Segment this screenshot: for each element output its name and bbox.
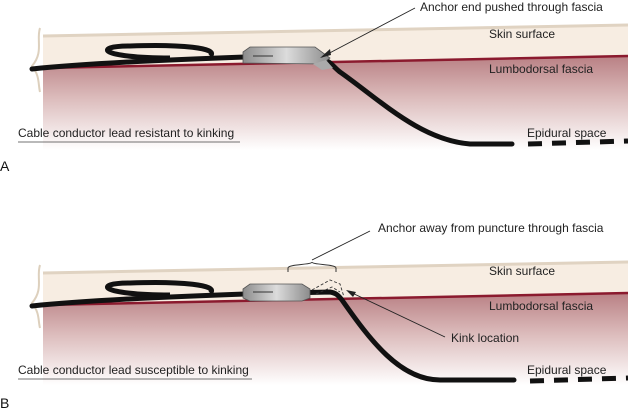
lead-dashed-tip — [529, 375, 628, 384]
fascia-line — [42, 54, 628, 70]
tissue-layer — [43, 293, 628, 385]
panel-a: Anchor end pushed through fascia Skin su… — [0, 0, 628, 174]
epidural-label: Epidural space — [527, 363, 607, 377]
anchor — [242, 46, 331, 65]
arrow-head — [346, 290, 356, 297]
anchor — [242, 283, 311, 302]
skin-surface-line — [42, 23, 628, 38]
anchor-tip — [313, 60, 333, 70]
callout-label: Anchor away from puncture through fascia — [378, 221, 604, 235]
fascia-label: Lumbodorsal fascia — [489, 62, 593, 76]
cut-edge — [30, 264, 41, 329]
lead-loop — [105, 42, 215, 61]
callout-arrow — [321, 7, 416, 58]
skin-surface-label: Skin surface — [489, 27, 555, 41]
kink-dashed-outline — [311, 279, 345, 298]
panel-caption: Cable conductor lead resistant to kinkin… — [18, 126, 234, 140]
lead-dashed-tip — [527, 138, 628, 147]
arrow-head — [320, 49, 331, 58]
kink-label: Kink location — [451, 331, 519, 345]
cut-edge — [30, 27, 41, 93]
lead-loop — [105, 279, 215, 298]
panel-letter: B — [0, 395, 9, 410]
epidural-label: Epidural space — [527, 126, 607, 140]
fascia-line — [42, 291, 628, 307]
panel-b: Anchor away from puncture through fascia… — [0, 221, 628, 410]
kink-arrow — [349, 291, 446, 338]
panel-letter: A — [0, 158, 10, 174]
panel-caption: Cable conductor lead susceptible to kink… — [18, 363, 249, 377]
lead-cable — [29, 289, 517, 383]
tissue-layer — [43, 56, 628, 150]
skin-surface-label: Skin surface — [489, 264, 555, 278]
fascia-label: Lumbodorsal fascia — [489, 299, 593, 313]
callout-label: Anchor end pushed through fascia — [420, 0, 603, 14]
anchor-brace — [287, 261, 337, 272]
callout-line — [311, 230, 371, 261]
